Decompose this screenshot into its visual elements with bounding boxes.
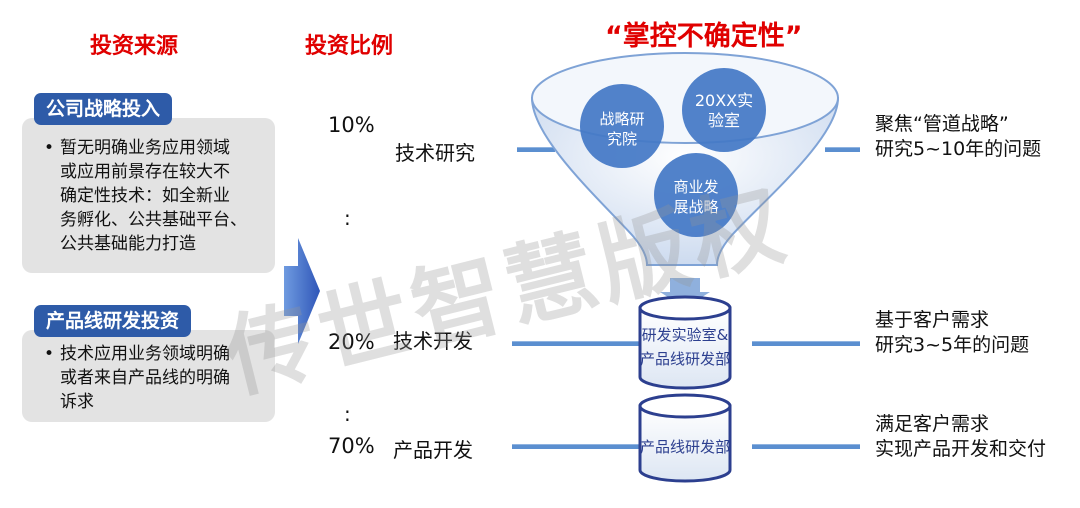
desc-line: 满足客户需求 [875, 413, 990, 435]
circle-lab [682, 68, 766, 152]
bullet-dot: • [44, 344, 55, 364]
desc-line: 聚焦“管道战略” [875, 113, 1009, 135]
desc-line: 实现产品开发和交付 [875, 438, 1047, 460]
circle-label: 战略研 [599, 110, 644, 128]
connector-line [512, 444, 640, 449]
desc-line: 研究3~5年的问题 [875, 334, 1030, 356]
control-header: “掌控不确定性” [605, 21, 803, 52]
connector-line [752, 341, 860, 346]
desc-line: 诉求 [60, 392, 94, 412]
percent-research: 10% [328, 113, 375, 137]
percent-product-dev: 70% [328, 434, 375, 458]
desc-line: 技术应用业务领域明确 [60, 344, 230, 364]
percent-tech-dev: 20% [328, 330, 375, 354]
desc-line: 务孵化、公共基础平台、 [60, 210, 247, 230]
bullet-dot: • [44, 138, 55, 158]
strategic-investment-desc: • 暂无明确业务应用领域 或应用前景存在较大不 确定性技术：如全新业 务孵化、公… [44, 136, 270, 256]
cylinder-label: 产品线研发部 [640, 438, 730, 456]
desc-line: 确定性技术：如全新业 [60, 186, 230, 206]
circle-label: 展战略 [673, 198, 718, 216]
desc-line: 公共基础能力打造 [60, 234, 196, 254]
down-arrow-icon [660, 278, 710, 308]
cylinder-label: 产品线研发部 [640, 350, 730, 368]
circle-label: 商业发 [673, 178, 718, 196]
connector-line [752, 444, 860, 449]
desc-research: 聚焦“管道战略” 研究5~10年的问题 [875, 112, 1041, 162]
separator-2: : [344, 402, 351, 426]
separator-1: : [344, 206, 351, 230]
connector-line [512, 341, 640, 346]
connector-line [517, 147, 555, 152]
funnel-diagram: 战略研 究院 20XX实 验室 商业发 展战略 研发实验室& 产品线研发部 产品… [530, 52, 840, 483]
cylinder-lab [638, 295, 732, 390]
desc-product-dev: 满足客户需求 实现产品开发和交付 [875, 412, 1046, 462]
desc-tech-dev: 基于客户需求 研究3~5年的问题 [875, 308, 1029, 358]
product-line-investment-desc: • 技术应用业务领域明确 或者来自产品线的明确 诉求 [44, 342, 270, 414]
circle-label: 20XX实 [695, 91, 753, 110]
product-line-investment-title: 产品线研发投资 [34, 305, 192, 337]
ratio-header: 投资比例 [305, 34, 394, 59]
circle-label: 究院 [607, 130, 637, 148]
cylinder-label: 研发实验室& [642, 326, 729, 344]
label-product-development: 产品开发 [393, 438, 473, 462]
flow-arrow-icon [284, 238, 320, 344]
label-tech-research: 技术研究 [395, 141, 475, 165]
connector-line [825, 147, 860, 152]
circle-strategy-institute [580, 84, 664, 168]
desc-line: 或应用前景存在较大不 [60, 162, 230, 182]
desc-line: 基于客户需求 [875, 309, 990, 331]
circle-business-strategy [654, 153, 738, 237]
product-line-investment-card: • 技术应用业务领域明确 或者来自产品线的明确 诉求 [22, 330, 275, 422]
circle-label: 验室 [708, 111, 740, 130]
strategic-investment-title: 公司战略投入 [34, 93, 173, 125]
source-header: 投资来源 [90, 34, 179, 59]
label-tech-development: 技术开发 [393, 329, 473, 353]
desc-line: 暂无明确业务应用领域 [60, 138, 230, 158]
strategic-investment-card: • 暂无明确业务应用领域 或应用前景存在较大不 确定性技术：如全新业 务孵化、公… [22, 118, 275, 273]
desc-line: 研究5~10年的问题 [875, 138, 1042, 160]
desc-line: 或者来自产品线的明确 [60, 368, 230, 388]
cylinder-product-line [638, 393, 732, 483]
